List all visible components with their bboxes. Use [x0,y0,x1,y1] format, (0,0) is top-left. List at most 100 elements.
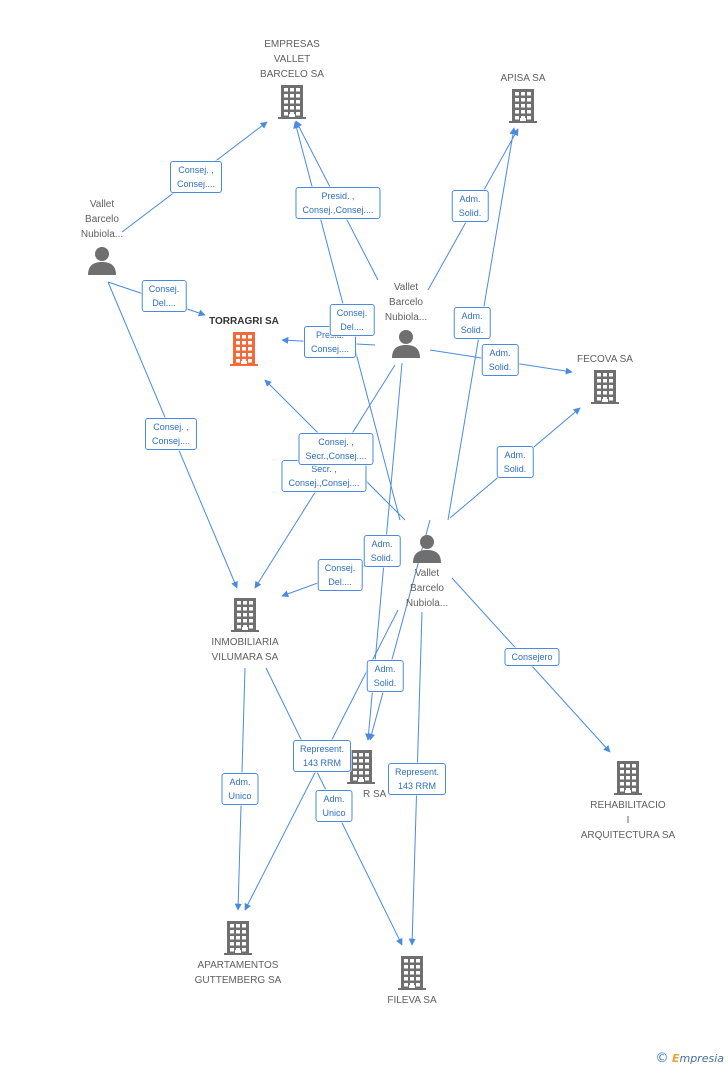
edge-label-line: Adm. [229,777,251,787]
edge-label-line: 143 RRM [302,758,341,768]
node-label-line: Barcelo [85,214,119,225]
node-label-line: Vallet [89,199,115,210]
edge-label-line: Unico [228,791,252,801]
edge-label[interactable]: Presid. , Consej.,Consej.... [295,187,381,219]
edge-label-line: Del.... [328,577,352,587]
edge-label-line: Adm. [489,348,511,358]
node-label-torragri[interactable]: TORRAGRI SA [209,314,279,329]
building-icon[interactable] [614,761,642,800]
node-label-line: I [626,815,630,826]
node-label-line: R SA [363,789,387,800]
node-label-line: VALLET [273,54,311,65]
node-label-line: GUTTEMBERG SA [194,975,282,986]
node-label-rehabilitacio[interactable]: REHABILITACIO I ARQUITECTURA SA [581,798,675,843]
edge-label-line: Consej.... [310,344,350,354]
edge-label-line: Solid. [503,464,527,474]
edge-label[interactable]: Consej. Del.... [329,304,375,336]
edge-label-line: Secr. , [311,464,337,474]
person-icon[interactable] [87,245,117,280]
edge-label[interactable]: Consej. Del.... [141,280,187,312]
edge-label-line: Solid. [460,325,484,335]
copyright-symbol: © [655,1051,669,1066]
node-label-apartamentos[interactable]: APARTAMENTOS GUTTEMBERG SA [195,958,282,988]
edge-label-line: Solid. [458,208,482,218]
edge-label-line: Adm. [461,311,483,321]
edge-label[interactable]: Consej. , Secr.,Consej.... [298,433,374,465]
edge-label[interactable]: Adm. Solid. [453,307,491,339]
building-icon[interactable] [230,332,258,371]
edge-label[interactable]: Adm. Solid. [481,344,519,376]
node-label-line: Barcelo [410,583,444,594]
edge-label-line: Consejero [511,652,553,662]
person-icon[interactable] [391,328,421,363]
edge-label-line: Consej.,Consej.... [288,478,360,488]
edge-label[interactable]: Adm. Unico [315,790,353,822]
brand-logo-e: E [671,1052,680,1065]
edge-label-line: Adm. [459,194,481,204]
edge-label-line: Consej. [148,284,180,294]
person-icon[interactable] [412,533,442,568]
edge-label-line: Unico [322,808,346,818]
node-label-apisa[interactable]: APISA SA [500,71,545,86]
edge-label[interactable]: Adm.Solid. [363,535,401,567]
node-label-line: EMPRESAS [264,39,320,50]
edge-label-line: 143 RRM [397,781,436,791]
edge-label[interactable]: Represent. 143 RRM [387,763,447,795]
building-icon[interactable] [278,85,306,124]
edge-label-line: Del.... [340,322,364,332]
edge-label-line: Adm. [504,450,526,460]
edge-label-line: Solid. [373,678,397,688]
edge-label-line: Consej. [336,308,368,318]
edge-label[interactable]: Adm. Solid. [496,446,534,478]
node-label-line: VILUMARA SA [211,652,279,663]
edge-label-line: Del.... [152,298,176,308]
edge-label[interactable]: Consej. Del.... [317,559,363,591]
edge-label[interactable]: Represent. 143 RRM [292,740,352,772]
edge-label-line: Represent. [394,767,440,777]
node-label-fecova[interactable]: FECOVA SA [577,352,633,367]
edge-label[interactable]: Consejero [504,648,560,666]
node-label-line: TORRAGRI SA [209,316,279,327]
edge-label[interactable]: Adm. Unico [221,773,259,805]
edge-label-line: Consej. , [153,422,189,432]
edge-label[interactable]: Adm.Solid. [366,660,404,692]
edge-label[interactable]: Presid.Consej.... [303,326,357,358]
node-label-line: Barcelo [389,297,423,308]
node-label-line: Nubiola... [80,229,124,240]
building-icon[interactable] [509,89,537,128]
edge-label-line: Consej.,Consej.... [302,205,374,215]
edge-label[interactable]: Adm. Solid. [451,190,489,222]
edge-label-line: Consej.... [176,179,216,189]
node-label-line: APARTAMENTOS [197,960,279,971]
node-label-line: FECOVA SA [577,354,633,365]
building-icon[interactable] [231,598,259,637]
edge-label-line: Adm. [323,794,345,804]
node-label-line: Vallet [414,568,440,579]
node-label-line: Nubiola... [405,598,449,609]
building-icon[interactable] [591,370,619,409]
edge-label-line: Secr.,Consej.... [305,451,367,461]
edge-label[interactable]: Consej. ,Consej.... [144,418,198,450]
node-label-fileva[interactable]: FILEVA SA [387,993,436,1008]
edge-label[interactable]: Consej. ,Consej.... [169,161,223,193]
node-label-line: REHABILITACIO [590,800,666,811]
edge-label-line: Consej. , [318,437,354,447]
building-icon[interactable] [224,921,252,960]
edge-label-line: Solid. [370,553,394,563]
node-label-empresas_vallet[interactable]: EMPRESAS VALLET BARCELO SA [260,37,324,82]
node-label-line: FILEVA SA [387,995,437,1006]
edge-label-line: Solid. [488,362,512,372]
edge-label-line: Presid. , [321,191,355,201]
building-icon[interactable] [347,750,375,789]
node-label-line: ARQUITECTURA SA [580,830,676,841]
edge-label-line: Consej. [324,563,356,573]
building-icon[interactable] [398,956,426,995]
node-label-line: Vallet [393,282,419,293]
node-label-line: BARCELO SA [260,69,324,80]
edge-label-line: Represent. [299,744,345,754]
node-label-rsa[interactable]: R SA [363,787,386,802]
